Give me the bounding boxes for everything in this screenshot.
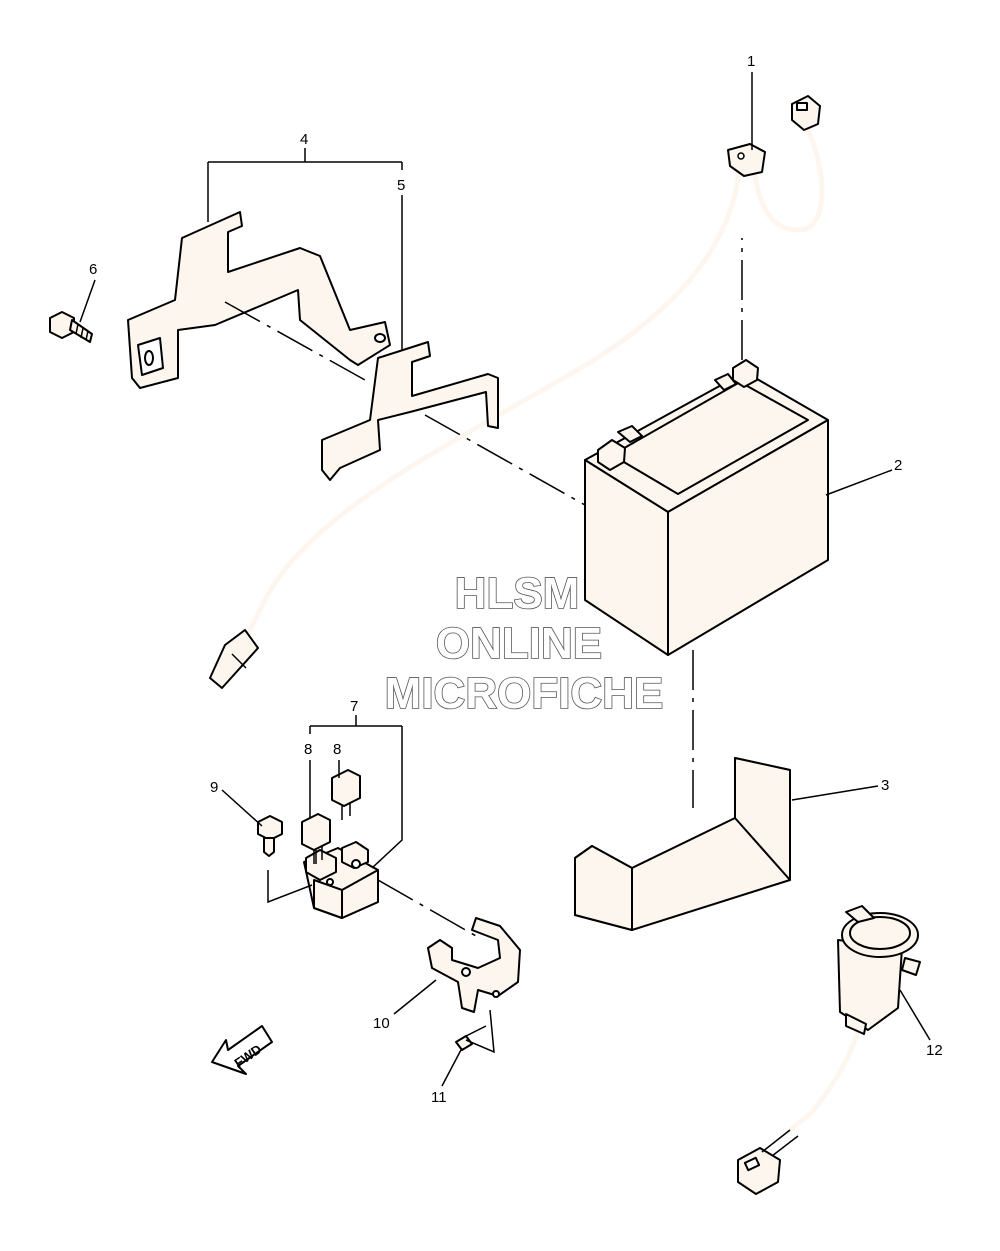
callout-7: 7 — [350, 698, 358, 715]
watermark-line-1: HLSM — [455, 569, 580, 618]
part-8-fuse-right — [331, 769, 361, 820]
part-9-screw — [257, 815, 283, 857]
part-6-bolt — [49, 311, 93, 343]
callout-8-right: 8 — [333, 741, 341, 758]
alignment-lines — [224, 238, 743, 1054]
callout-11: 11 — [431, 1089, 447, 1106]
callout-5: 5 — [397, 177, 405, 194]
callout-10: 10 — [373, 1015, 390, 1032]
part-2-battery — [584, 359, 829, 656]
fwd-arrow-icon: FWD — [211, 1025, 273, 1075]
callout-8-left: 8 — [304, 741, 312, 758]
callout-1: 1 — [747, 53, 755, 70]
callout-2: 2 — [894, 457, 902, 474]
part-7-starter-relay — [303, 841, 379, 919]
callout-9: 9 — [210, 779, 218, 796]
callout-3: 3 — [881, 777, 889, 794]
watermark-line-3: MICROFICHE — [385, 669, 664, 718]
callout-4: 4 — [300, 131, 308, 148]
callout-6: 6 — [89, 261, 97, 278]
callout-12: 12 — [926, 1042, 943, 1059]
part-3-battery-cover — [574, 757, 791, 931]
part-4-battery-bracket — [127, 211, 391, 389]
watermark: HLSM ONLINE MICROFICHE — [384, 568, 664, 719]
watermark-line-2: ONLINE — [436, 619, 602, 668]
part-12-dc-socket — [737, 905, 921, 1195]
part-10-relay-bracket — [427, 917, 521, 1013]
part-1-battery-lead — [209, 95, 825, 689]
callout-numbers: 1 2 3 4 5 6 7 8 8 9 10 11 12 — [89, 53, 943, 1106]
part-8-fuse-left — [301, 813, 331, 864]
part-5-battery-bracket — [321, 341, 499, 481]
part-11-rivet — [455, 1025, 487, 1051]
leader-lines — [79, 72, 931, 1087]
